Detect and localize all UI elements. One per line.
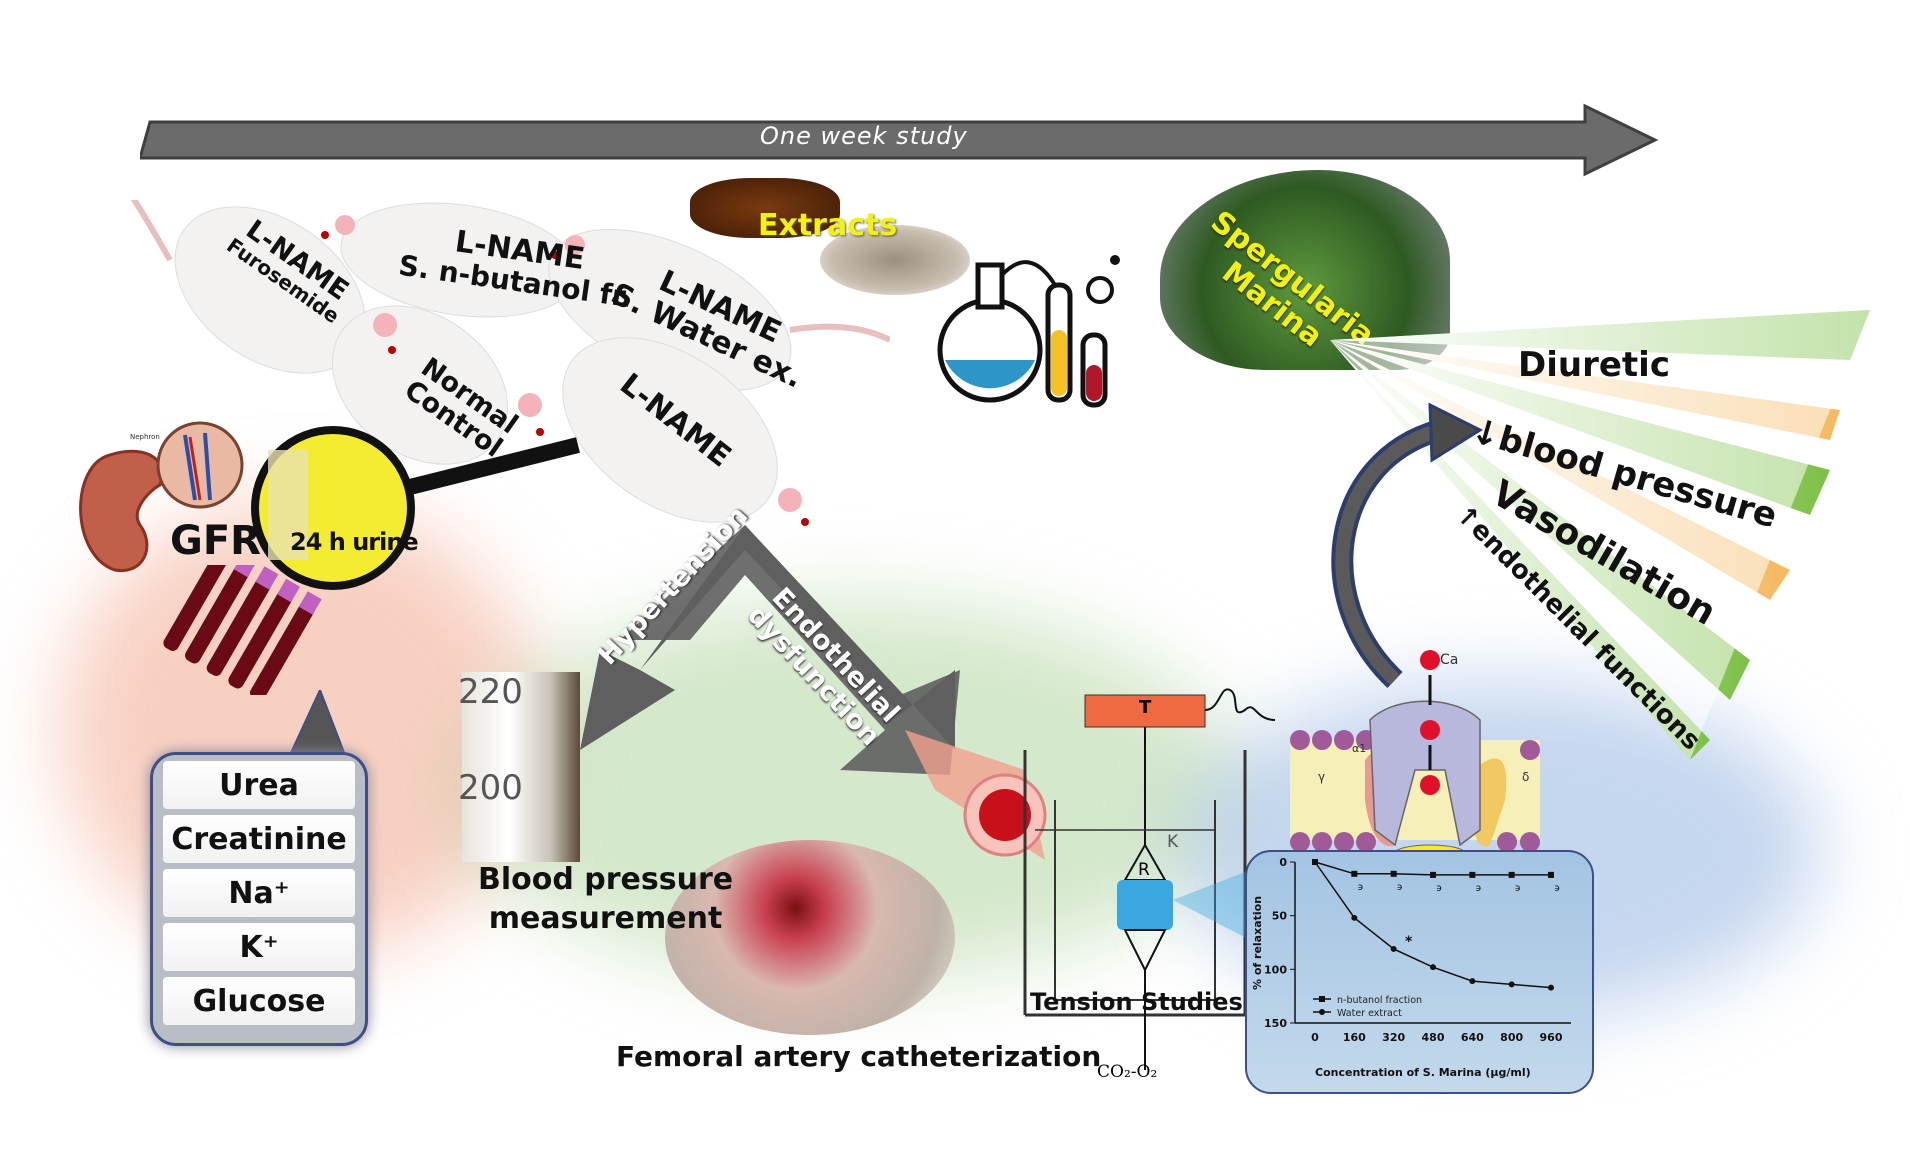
x-tick-label: 480: [1422, 1031, 1445, 1044]
bp-scale-top: 220: [458, 672, 523, 712]
legend-label: Water extract: [1337, 1008, 1402, 1019]
femoral-artery-image: [665, 840, 955, 1035]
significance-marker: *: [1405, 934, 1413, 950]
lab-test-urea: Urea: [163, 761, 355, 809]
x-tick-label: 640: [1461, 1031, 1484, 1044]
x-tick-label: 960: [1540, 1031, 1563, 1044]
curved-arrow: [1331, 402, 1484, 689]
data-point: [1430, 871, 1436, 878]
data-point: [1430, 964, 1436, 971]
data-point: [1351, 914, 1358, 921]
point-mark: ϶: [1436, 883, 1442, 894]
kidney-icon: [79, 421, 244, 572]
gfr-label: GFR: [170, 518, 261, 564]
y-tick-label: 50: [1272, 910, 1288, 923]
lab-test-potassium: K⁺: [163, 923, 355, 971]
blood-tubes-image: [163, 565, 322, 695]
callout-pointer: [288, 690, 347, 756]
nephron-label: Nephron: [130, 433, 160, 441]
legend-marker: [1319, 996, 1325, 1002]
calcium-channel-illustration: [1290, 650, 1540, 862]
data-point: [1508, 981, 1515, 988]
legend-label: n-butanol fraction: [1337, 995, 1422, 1006]
bp-measurement-line1: Blood pressure: [478, 862, 734, 897]
pathology-chevron-arrows: [580, 525, 960, 775]
point-mark: ϶: [1475, 883, 1481, 894]
extract-resin-image: [690, 178, 840, 238]
effect-diuretic: Diuretic: [1518, 345, 1670, 385]
gas-label: CO₂-O₂: [1097, 1062, 1158, 1082]
tension-studies-label: Tension Studies: [1030, 988, 1243, 1016]
gamma-label: γ: [1318, 770, 1326, 784]
data-point: [1469, 871, 1476, 878]
lab-test-sodium: Na⁺: [163, 869, 355, 917]
bath-label: K: [1167, 832, 1179, 852]
point-mark: ϶: [1554, 883, 1560, 894]
extracts-label: Extracts: [758, 208, 898, 243]
lab-tests-box: Urea Creatinine Na⁺ K⁺ Glucose: [150, 752, 368, 1046]
data-point: [1312, 859, 1318, 865]
relaxation-graph-panel: [1245, 850, 1594, 1094]
point-mark: ϶: [1357, 882, 1363, 893]
y-tick-label: 100: [1264, 963, 1287, 976]
transducer-label: T: [1139, 697, 1152, 718]
timeline-arrow: [140, 103, 1659, 177]
data-point: [1508, 871, 1515, 878]
bp-measurement-line2: measurement: [488, 901, 723, 936]
timeline-label: One week study: [760, 122, 968, 150]
femoral-catheterization-label: Femoral artery catheterization: [616, 1040, 1102, 1073]
bp-measurement-label: Blood pressure measurement: [478, 860, 733, 938]
lab-test-glucose: Glucose: [163, 977, 355, 1025]
point-mark: ϶: [1397, 882, 1403, 893]
relaxation-chart: % of relaxation Concentration of S. Mari…: [1251, 856, 1571, 1079]
x-tick-label: 0: [1311, 1031, 1319, 1044]
lab-glassware-icon: [937, 255, 1120, 408]
urine-label: 24 h urine: [290, 528, 419, 556]
data-point: [1351, 870, 1358, 877]
bp-scale-bottom: 200: [458, 768, 523, 808]
data-point: [1469, 978, 1476, 985]
x-tick-label: 320: [1382, 1031, 1405, 1044]
data-point: [1390, 945, 1397, 952]
y-tick-label: 150: [1264, 1017, 1287, 1030]
ring-label: R: [1138, 860, 1150, 880]
calcium-label: Ca: [1440, 652, 1459, 668]
y-axis-title: % of relaxation: [1251, 896, 1264, 990]
lab-test-creatinine: Creatinine: [163, 815, 355, 863]
data-point: [1390, 870, 1397, 877]
rats-illustration: [130, 200, 890, 526]
x-axis-title: Concentration of S. Marina (µg/ml): [1315, 1066, 1531, 1079]
x-tick-label: 800: [1500, 1031, 1523, 1044]
x-tick-label: 160: [1343, 1031, 1366, 1044]
data-point: [1548, 984, 1554, 991]
alpha1-label: α1: [1352, 742, 1367, 755]
bp-gauge-image: [462, 672, 580, 862]
extract-powder-image: [820, 225, 970, 295]
legend-marker: [1319, 1009, 1325, 1015]
point-mark: ϶: [1515, 883, 1521, 894]
organ-bath-apparatus: [1023, 688, 1275, 1070]
magnifier-icon: [251, 426, 580, 590]
delta-label: δ: [1522, 770, 1530, 784]
y-tick-label: 0: [1279, 856, 1287, 869]
data-point: [1548, 871, 1554, 878]
